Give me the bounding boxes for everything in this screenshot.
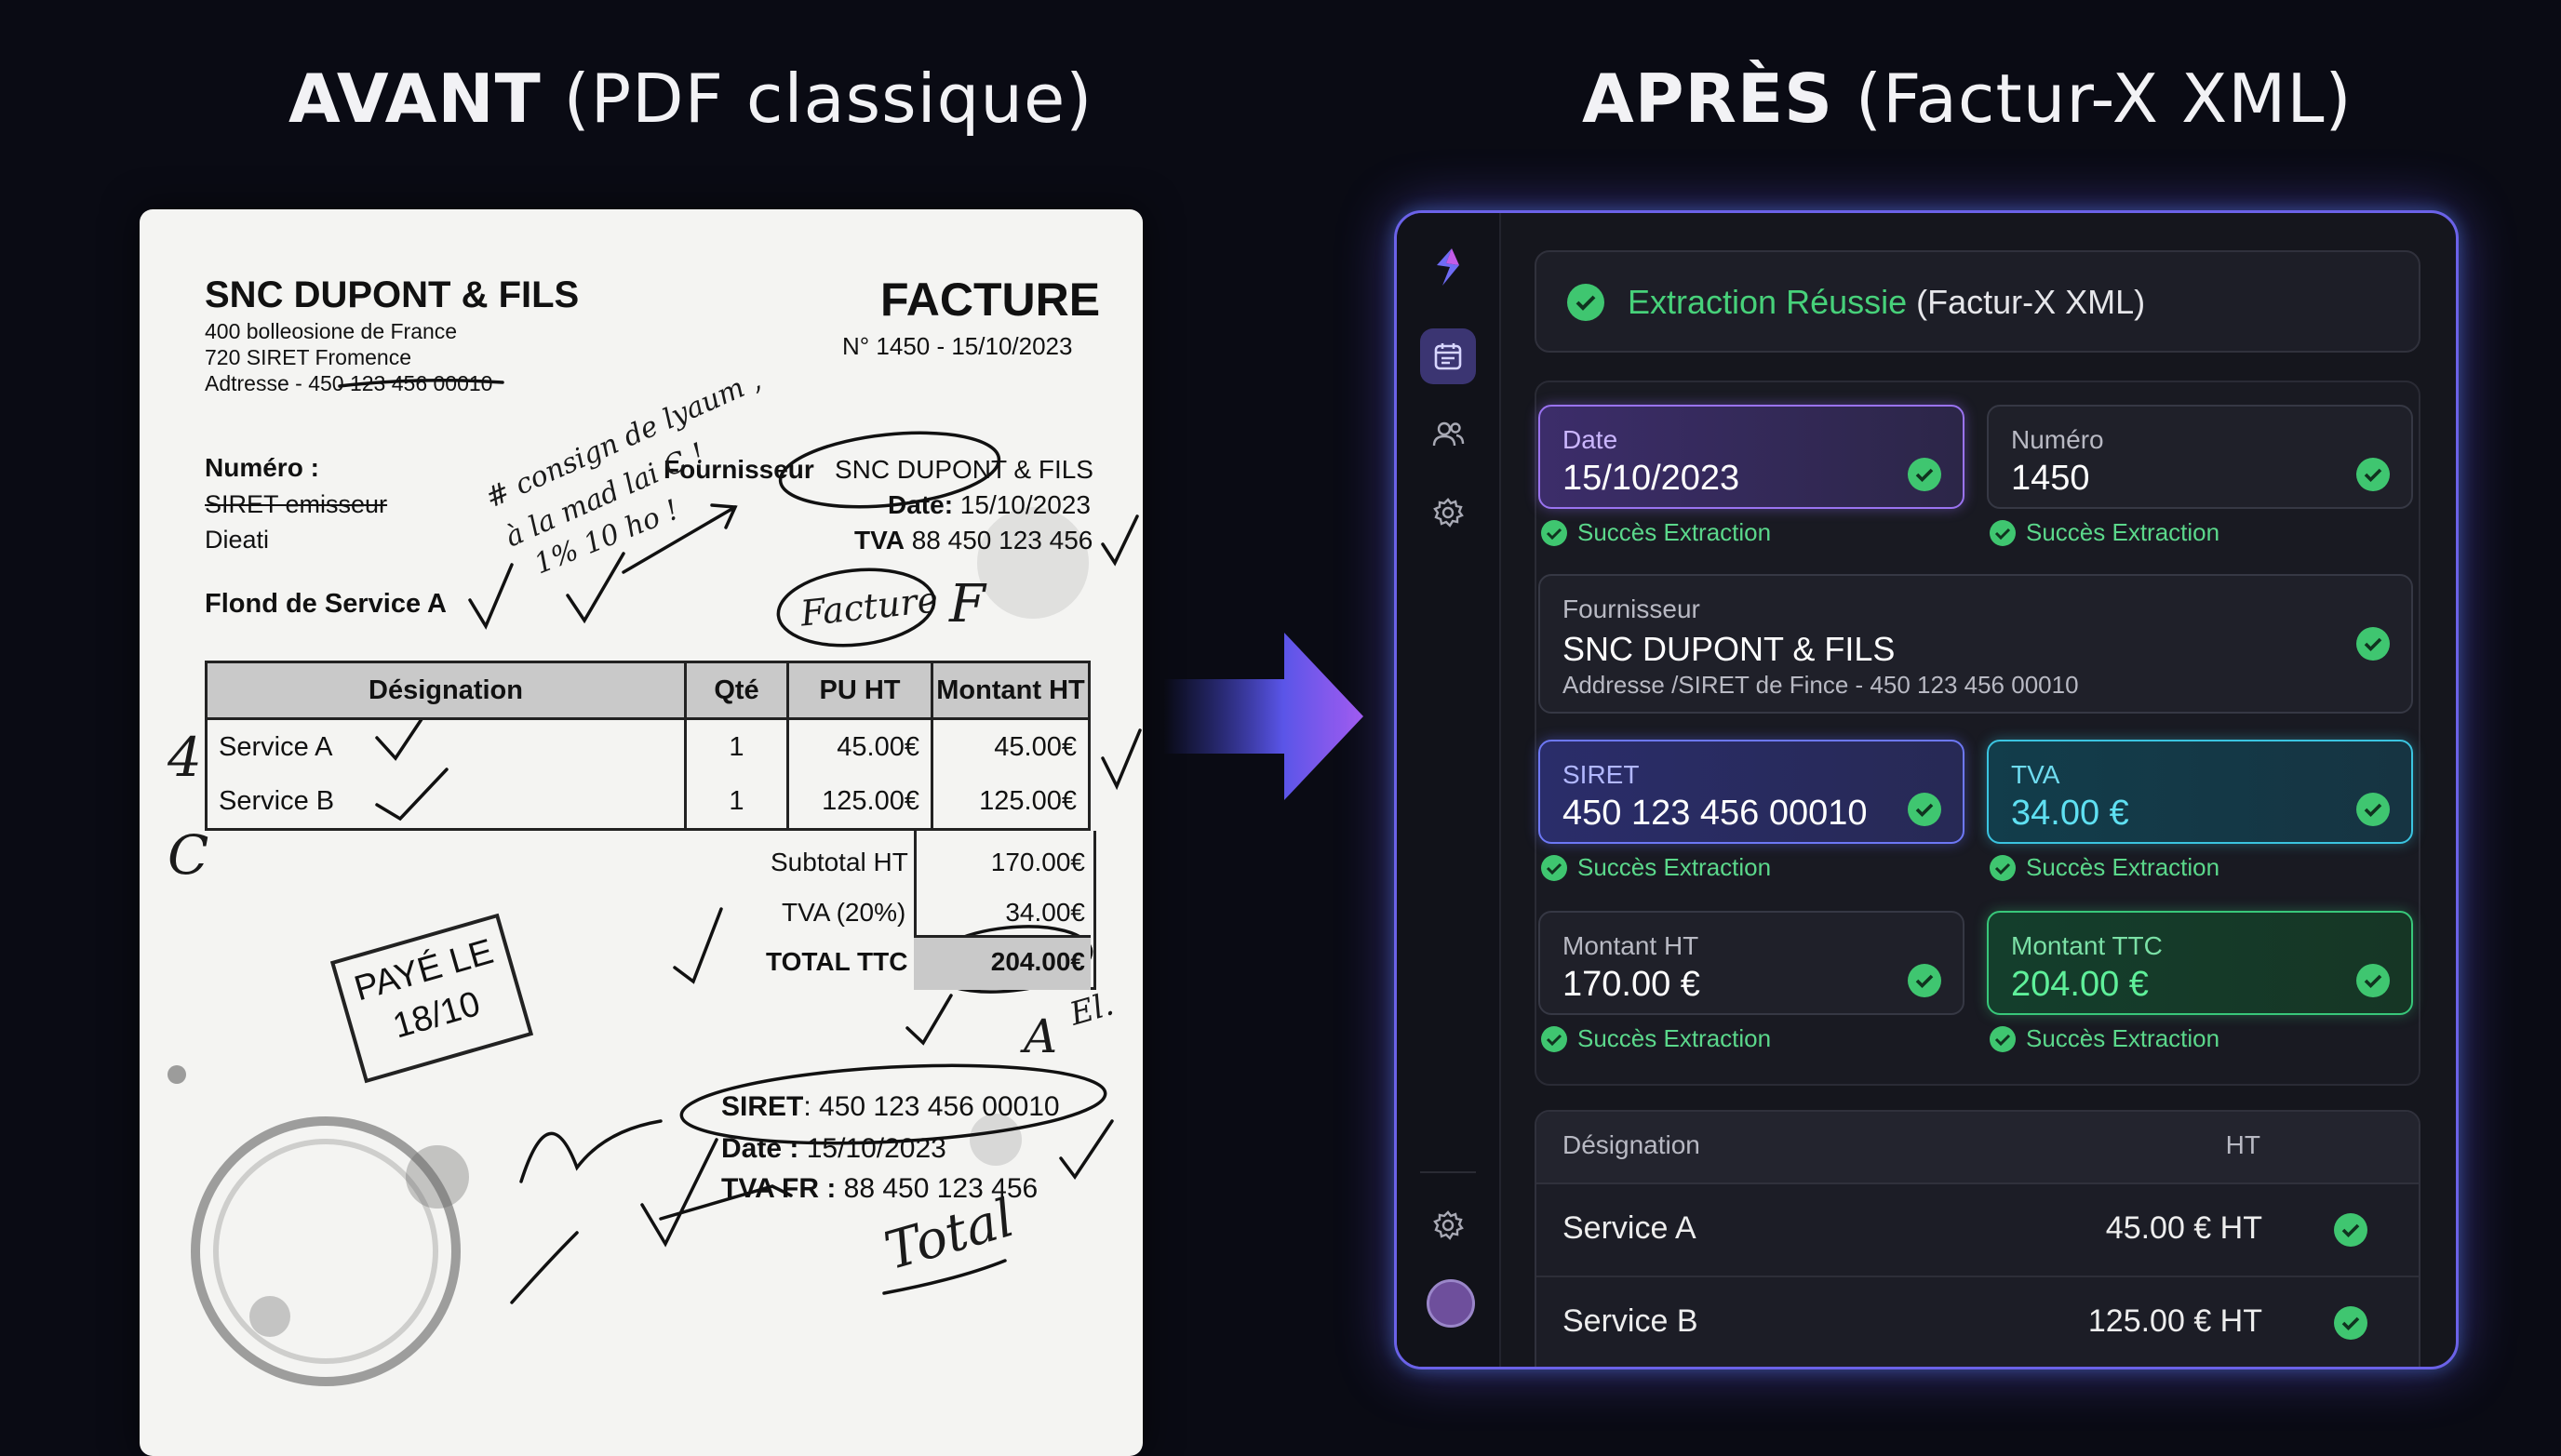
extracted-fields-panel: Date 15/10/2023 Succès Extraction Numéro… bbox=[1535, 381, 2420, 1086]
status-banner: Extraction Réussie (Factur-X XML) bbox=[1535, 250, 2420, 353]
check-circle-icon bbox=[2356, 458, 2390, 491]
siret-emisseur: SIRET emisseur bbox=[205, 490, 388, 518]
check-circle-icon bbox=[1908, 964, 1941, 997]
paper-stains bbox=[168, 507, 1089, 1386]
col-designation: Désignation bbox=[1562, 1130, 1700, 1159]
calendar-icon[interactable] bbox=[1420, 328, 1476, 384]
gear-icon[interactable] bbox=[1420, 1197, 1476, 1253]
check-circle-icon bbox=[2356, 964, 2390, 997]
invoice-number: N° 1450 - 15/10/2023 bbox=[842, 332, 1073, 360]
handwritten-f: F bbox=[949, 574, 986, 634]
check-circle-icon bbox=[2334, 1213, 2367, 1247]
check-circle-icon bbox=[2356, 627, 2390, 661]
invoice-address-2: 720 SIRET Fromence bbox=[205, 345, 412, 369]
col-ht: HT bbox=[2225, 1130, 2260, 1159]
tva-value: 88 450 123 456 bbox=[911, 526, 1093, 554]
check-circle-icon bbox=[1908, 458, 1941, 491]
check-circle-icon bbox=[1567, 284, 1604, 321]
field-siret[interactable]: SIRET 450 123 456 00010 bbox=[1538, 740, 1964, 844]
service-line: Flond de Service A bbox=[205, 589, 447, 619]
status-format: (Factur-X XML) bbox=[1907, 283, 2146, 321]
bottom-date-label: Date : bbox=[721, 1133, 799, 1164]
extraction-app-window: Extraction Réussie (Factur-X XML) Date 1… bbox=[1394, 210, 2459, 1369]
total-label: TOTAL TTC bbox=[766, 947, 908, 976]
table-row[interactable]: Service B 125.00 € HT bbox=[1536, 1277, 2419, 1367]
status-text: Extraction Réussie bbox=[1628, 283, 1908, 321]
tva20-value: 34.00€ bbox=[1005, 898, 1085, 927]
col-montant-ht: Montant HT bbox=[931, 661, 1091, 720]
success-montant-ht: Succès Extraction bbox=[1540, 1024, 1771, 1053]
bottom-siret-value: : 450 123 456 00010 bbox=[803, 1091, 1060, 1122]
success-montant-ttc: Succès Extraction bbox=[1989, 1024, 2219, 1053]
bottom-tva-value: 88 450 123 456 bbox=[836, 1173, 1039, 1204]
subtotal-label: Subtotal HT bbox=[771, 848, 908, 876]
sidebar-divider bbox=[1420, 1171, 1476, 1173]
success-numero: Succès Extraction bbox=[1989, 518, 2219, 547]
users-icon[interactable] bbox=[1420, 407, 1476, 462]
invoice-table: Désignation Qté PU HT Montant HT Service… bbox=[205, 661, 1091, 831]
arrow-right-icon bbox=[1163, 633, 1363, 800]
logo-icon[interactable] bbox=[1420, 239, 1476, 295]
invoice-title: FACTURE bbox=[880, 274, 1101, 326]
invoice-address-3: Adtresse - 450 123 456 00010 bbox=[205, 371, 493, 395]
field-montant-ttc[interactable]: Montant TTC 204.00 € bbox=[1987, 911, 2413, 1015]
total-cell-bg bbox=[914, 935, 1091, 990]
handwritten-a: A bbox=[1024, 1009, 1058, 1063]
invoice-company: SNC DUPONT & FILS bbox=[205, 274, 580, 315]
col-qte: Qté bbox=[684, 661, 789, 720]
tva-label: TVA bbox=[854, 526, 905, 554]
debit-text: Dieati bbox=[205, 526, 270, 554]
table-row: Service B 1 125.00€ 125.00€ bbox=[205, 774, 1091, 831]
date-label: Date: bbox=[888, 490, 954, 519]
bottom-tva-label: TVA FR : bbox=[721, 1173, 837, 1204]
success-siret: Succès Extraction bbox=[1540, 853, 1771, 882]
invoice-address-1: 400 bolleosione de France bbox=[205, 319, 458, 343]
col-designation: Désignation bbox=[205, 661, 687, 720]
table-row[interactable]: Service A 45.00 € HT bbox=[1536, 1184, 2419, 1277]
line-items-header: Désignation HT bbox=[1536, 1112, 2419, 1184]
fournisseur-value: SNC DUPONT & FILS bbox=[835, 455, 1093, 484]
tva20-label: TVA (20%) bbox=[782, 898, 906, 927]
after-heading: APRÈS (Factur-X XML) bbox=[1582, 60, 2353, 138]
field-date[interactable]: Date 15/10/2023 bbox=[1538, 405, 1964, 509]
date-value: 15/10/2023 bbox=[959, 490, 1091, 519]
success-tva: Succès Extraction bbox=[1989, 853, 2219, 882]
check-circle-icon bbox=[2334, 1306, 2367, 1340]
field-tva[interactable]: TVA 34.00 € bbox=[1987, 740, 2413, 844]
scanned-invoice: SNC DUPONT & FILS 400 bolleosione de Fra… bbox=[140, 209, 1143, 1456]
handwritten-c: C bbox=[168, 823, 209, 887]
gear-icon[interactable] bbox=[1420, 485, 1476, 541]
check-circle-icon bbox=[1908, 793, 1941, 826]
bottom-siret-label: SIRET bbox=[721, 1091, 804, 1122]
field-montant-ht[interactable]: Montant HT 170.00 € bbox=[1538, 911, 1964, 1015]
subtotal-value: 170.00€ bbox=[990, 848, 1085, 876]
line-items-table: Désignation HT Service A 45.00 € HT Serv… bbox=[1535, 1110, 2420, 1367]
numero-label: Numéro : bbox=[205, 453, 319, 482]
field-numero[interactable]: Numéro 1450 bbox=[1987, 405, 2413, 509]
bottom-date-value: 15/10/2023 bbox=[798, 1133, 946, 1164]
before-heading: AVANT (PDF classique) bbox=[288, 60, 1093, 138]
success-date: Succès Extraction bbox=[1540, 518, 1771, 547]
avatar[interactable] bbox=[1427, 1279, 1475, 1328]
handwritten-4: 4 bbox=[168, 726, 202, 789]
table-row: Service A 1 45.00€ 45.00€ bbox=[205, 718, 1091, 774]
total-value: 204.00€ bbox=[990, 947, 1085, 976]
col-pu-ht: PU HT bbox=[786, 661, 933, 720]
check-circle-icon bbox=[2356, 793, 2390, 826]
field-fournisseur[interactable]: Fournisseur SNC DUPONT & FILS Addresse /… bbox=[1538, 574, 2413, 714]
sidebar bbox=[1397, 213, 1501, 1367]
